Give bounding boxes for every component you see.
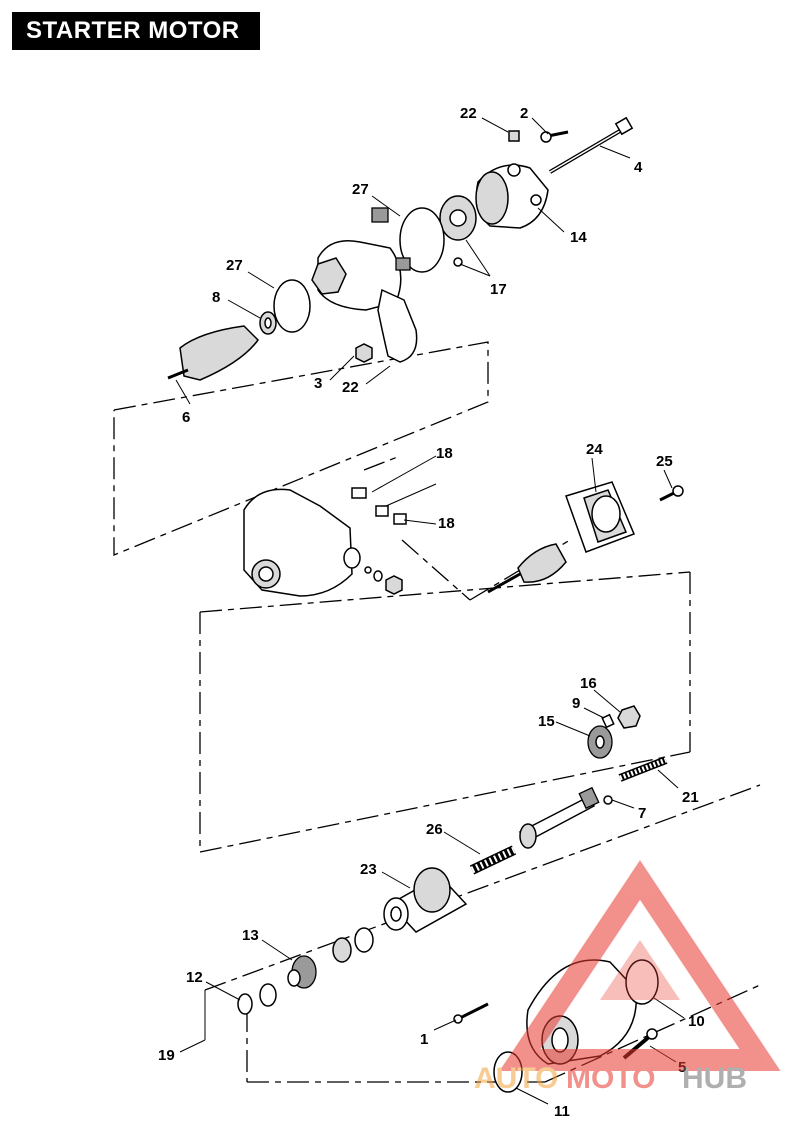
screw-25	[659, 485, 684, 502]
callout-22-mid: 22	[342, 379, 359, 396]
bolt-4	[548, 116, 634, 174]
clutch-23	[383, 867, 468, 933]
callout-18-upper: 18	[436, 445, 453, 462]
callout-18-lower: 18	[438, 515, 455, 532]
watermark-hub: HUB	[682, 1062, 747, 1095]
screw-2	[540, 130, 569, 143]
callout-24: 24	[586, 441, 603, 458]
callout-12: 12	[186, 969, 203, 986]
callout-23: 23	[360, 861, 377, 878]
nut-22-top	[508, 130, 520, 142]
callout-13: 13	[242, 927, 259, 944]
watermark-triangle-icon	[499, 860, 781, 1071]
o-ring-27-upper	[399, 207, 445, 273]
callout-25: 25	[656, 453, 673, 470]
nut-3	[355, 343, 373, 363]
callout-21: 21	[682, 789, 699, 806]
callout-2: 2	[520, 105, 528, 122]
callout-3: 3	[314, 375, 322, 392]
callout-4: 4	[634, 159, 643, 176]
gasket-24	[565, 481, 635, 553]
spring-26	[469, 845, 517, 875]
callout-1: 1	[420, 1031, 428, 1048]
o-ring-10	[625, 959, 659, 1005]
bolt-1	[453, 1002, 489, 1024]
callout-27-lower: 27	[226, 257, 243, 274]
callout-labels: 22 2 4 27 14 27 17 8 3 22 6 18 24 25 18 …	[158, 105, 705, 1120]
washer-12	[237, 983, 277, 1015]
callout-19: 19	[158, 1047, 175, 1064]
bearing-8	[259, 311, 277, 335]
ball-7	[603, 795, 613, 805]
callout-8: 8	[212, 289, 220, 306]
pin-9	[601, 713, 615, 729]
retainers-13	[287, 927, 374, 989]
drive-housing	[243, 488, 353, 597]
callout-9: 9	[572, 695, 580, 712]
end-cap-14	[475, 163, 549, 229]
pinion-shaft	[518, 786, 600, 849]
washers-18	[343, 547, 403, 595]
callout-11: 11	[554, 1103, 570, 1120]
watermark-logo: AUTO MOTO HUB	[474, 860, 781, 1095]
callout-16: 16	[580, 675, 597, 692]
o-ring-27-lower	[273, 279, 311, 333]
callout-26: 26	[426, 821, 443, 838]
callout-7: 7	[638, 805, 646, 822]
armature-6	[167, 325, 259, 381]
callout-17: 17	[490, 281, 507, 298]
spring-21	[618, 756, 668, 782]
brush-holder-17	[439, 195, 477, 267]
solenoid-plunger	[487, 543, 567, 594]
callout-22-top: 22	[460, 105, 477, 122]
callout-14: 14	[570, 229, 587, 246]
callout-6: 6	[182, 409, 190, 426]
callout-27-upper: 27	[352, 181, 369, 198]
motor-frame	[311, 207, 418, 363]
terminal-hardware-18	[351, 487, 407, 525]
gear-15	[587, 725, 613, 759]
callout-15: 15	[538, 713, 555, 730]
page-title: STARTER MOTOR	[12, 12, 260, 50]
watermark-auto: AUTO	[474, 1062, 558, 1095]
watermark-moto: MOTO	[566, 1062, 655, 1095]
callout-10: 10	[688, 1013, 705, 1030]
cap-16	[617, 705, 641, 729]
